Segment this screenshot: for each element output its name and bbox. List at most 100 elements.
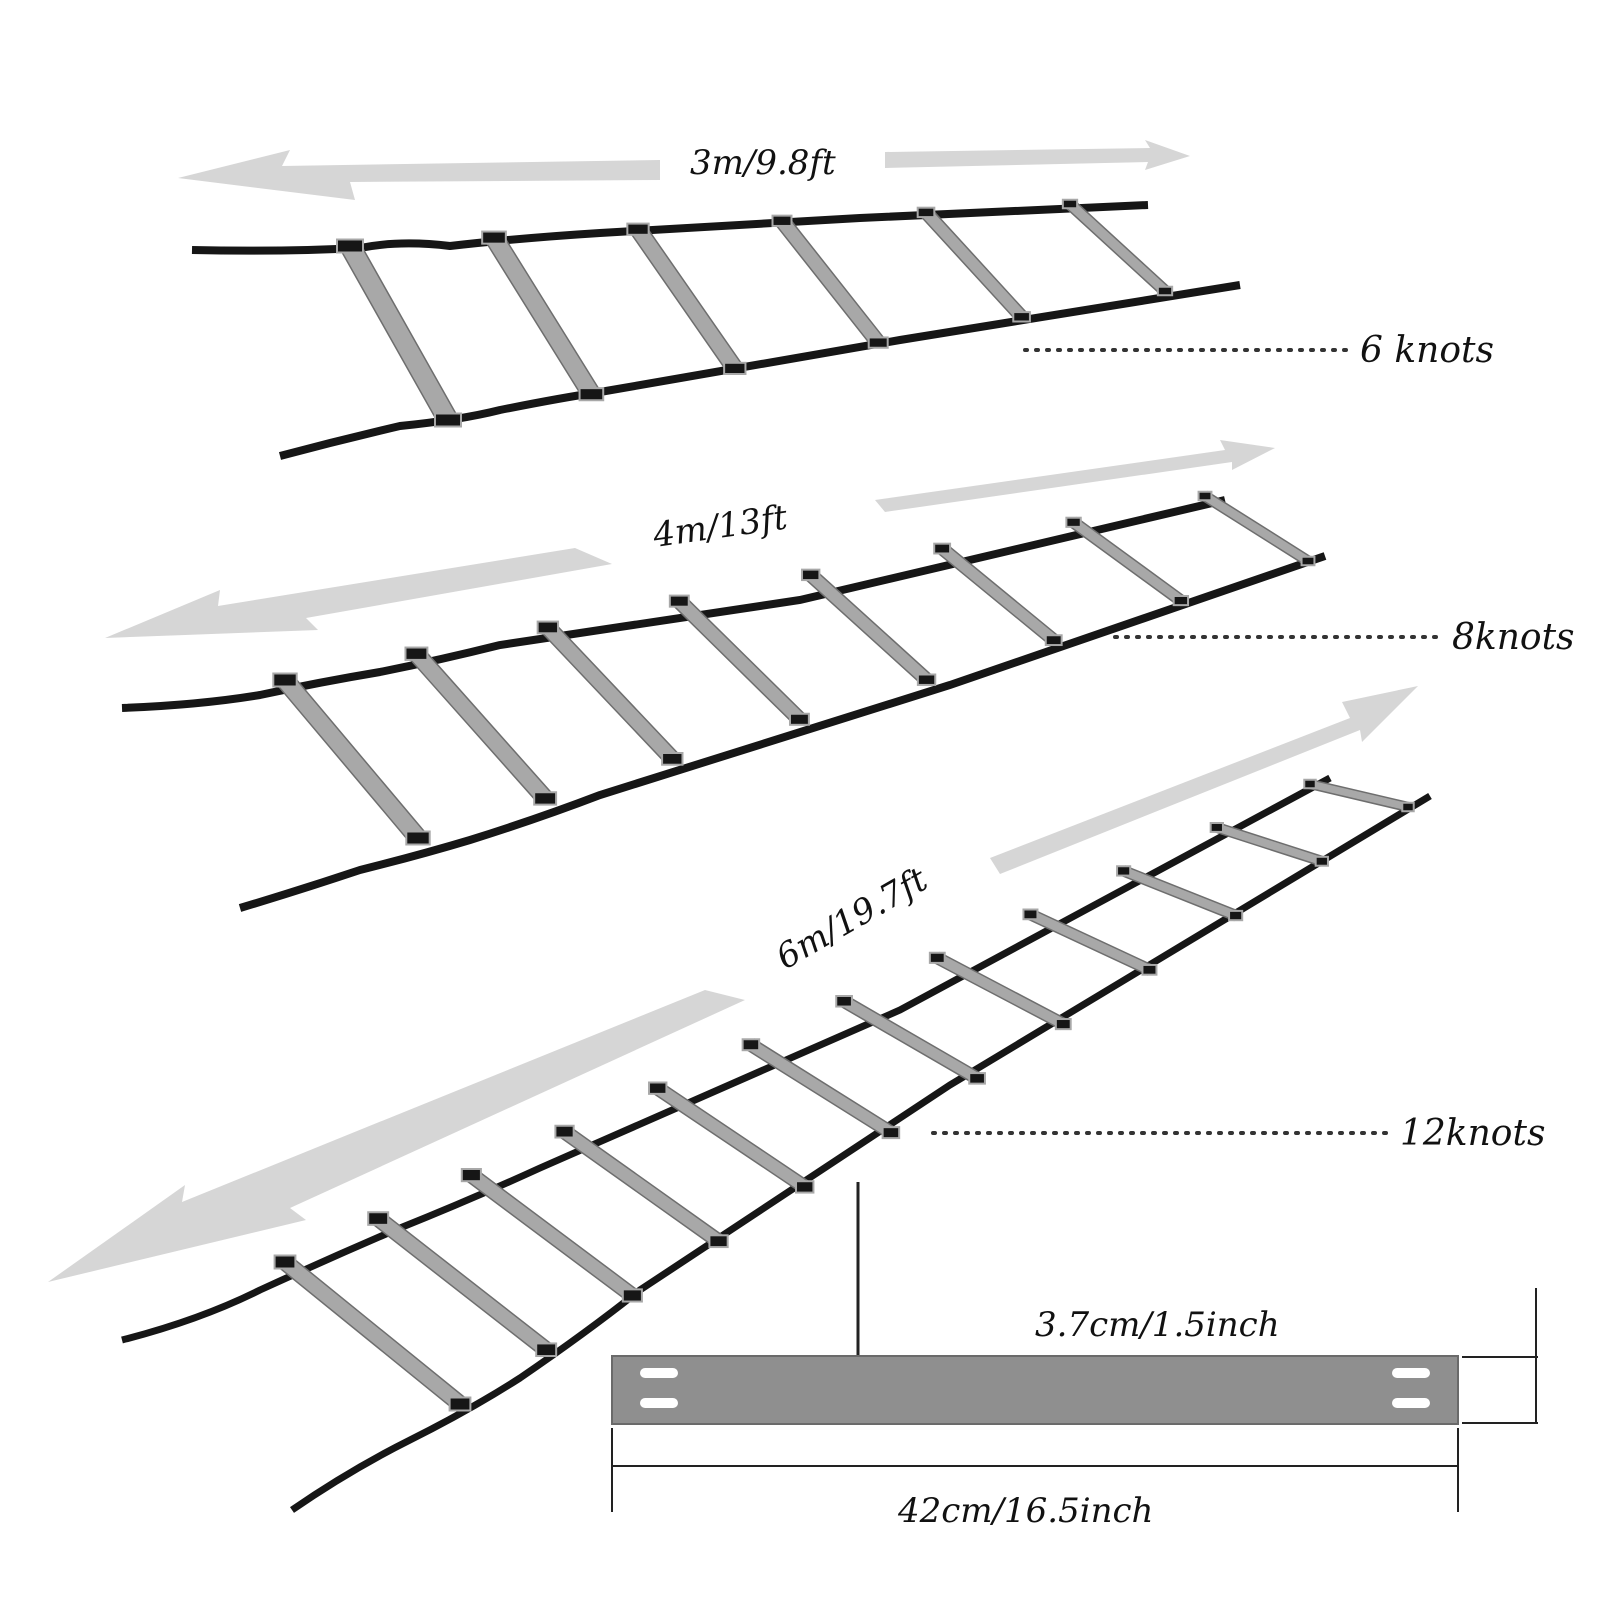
rung-clip xyxy=(933,542,952,555)
ladder-rung xyxy=(340,240,458,426)
detail-slot xyxy=(640,1368,678,1378)
rung-clip xyxy=(1228,909,1244,922)
rung-clip xyxy=(1065,516,1082,528)
ladder-rung xyxy=(937,542,1059,646)
strap-upper-4m xyxy=(121,496,1226,712)
rung-clip xyxy=(1141,963,1158,976)
rung-clip xyxy=(336,238,364,254)
ladder-rung xyxy=(277,673,426,845)
rung-clip xyxy=(708,1234,729,1249)
arrow-right-6m xyxy=(990,686,1418,874)
detail-slot xyxy=(1392,1398,1430,1408)
rung-clip xyxy=(1303,778,1317,790)
length-label-6m: 6m/19.7ft xyxy=(770,859,935,977)
strap-upper-6m xyxy=(121,774,1332,1344)
rung-clip xyxy=(578,387,605,402)
arrow-left-3m xyxy=(178,150,660,200)
knots-label-6m: 12knots xyxy=(1400,1113,1545,1154)
rung-clip xyxy=(648,1081,668,1095)
rung-clip xyxy=(1022,908,1039,921)
rung-clip xyxy=(481,230,507,245)
strap-lower-4m xyxy=(238,552,1327,912)
rung-clip xyxy=(1061,198,1079,210)
rung-clip xyxy=(835,995,853,1008)
rung-clip xyxy=(460,1168,482,1183)
rung-clip xyxy=(1054,1018,1072,1031)
ladder-rung xyxy=(1308,778,1410,813)
rung-clip xyxy=(668,594,690,608)
arrow-right-3m xyxy=(885,140,1190,170)
rung-clip xyxy=(448,1396,472,1412)
ladder-rung xyxy=(1065,198,1170,297)
rung-clip xyxy=(1116,865,1132,877)
ladder-rung xyxy=(278,1254,467,1412)
ladder-rung xyxy=(541,620,680,766)
rung-clip xyxy=(367,1211,390,1226)
rung-clip xyxy=(968,1072,986,1085)
rung-clip xyxy=(771,214,793,227)
rung-clip xyxy=(795,1180,815,1194)
rung-clip xyxy=(1209,822,1224,833)
ladder-rung xyxy=(1069,516,1186,607)
rung-clip xyxy=(405,830,431,846)
ladder-rung xyxy=(775,215,885,349)
ladder-rung xyxy=(673,594,806,726)
detail-slot xyxy=(640,1398,678,1408)
ladder-rung xyxy=(465,1168,638,1303)
rung-clip xyxy=(801,568,821,582)
length-label-3m: 3m/9.8ft xyxy=(690,143,836,183)
strap-lower-6m xyxy=(290,793,1432,1513)
rung-clip xyxy=(404,646,429,661)
ladder-rung xyxy=(630,223,743,375)
ladder-rung xyxy=(933,951,1067,1031)
arrow-left-4m xyxy=(105,548,612,638)
ladder-rung xyxy=(652,1081,810,1194)
rung-clip xyxy=(1401,801,1415,813)
ladder-rung xyxy=(920,207,1028,323)
knots-label-3m: 6 knots xyxy=(1360,330,1494,371)
ladder-4m: 4m/13ft 8knots xyxy=(105,440,1575,912)
arrow-left-6m xyxy=(48,990,745,1282)
rung-clip xyxy=(554,1124,575,1139)
ladder-rung xyxy=(1120,865,1239,922)
rung-clip xyxy=(788,712,810,726)
rung-clip xyxy=(533,791,558,806)
rung-clip xyxy=(1172,595,1190,607)
detail-rung-plate xyxy=(611,1355,1459,1425)
ladder-rung xyxy=(1214,822,1325,867)
rung-clip xyxy=(1156,285,1174,297)
rung-clip xyxy=(1314,855,1329,867)
rung-clip xyxy=(916,206,936,219)
rung-clip xyxy=(916,673,937,686)
rung-clip xyxy=(1012,311,1031,323)
detail-slot xyxy=(1392,1368,1430,1378)
ladder-rung xyxy=(559,1124,724,1248)
strap-upper-3m xyxy=(191,201,1149,255)
ladder-rung xyxy=(840,995,982,1085)
rung-clip xyxy=(273,1254,297,1270)
rung-clip xyxy=(881,1126,901,1140)
rung-clip xyxy=(535,1342,558,1358)
rung-clip xyxy=(723,361,747,375)
ladder-rung xyxy=(746,1038,896,1140)
rungs-6m xyxy=(273,778,1415,1412)
arrow-right-4m xyxy=(875,440,1275,512)
ladder-3m: 3m/9.8ft 6 knots xyxy=(178,140,1494,460)
width-label: 3.7cm/1.5inch xyxy=(1035,1305,1280,1345)
rung-clip xyxy=(272,672,298,688)
rung-clip xyxy=(536,620,560,635)
rung-clip xyxy=(621,1288,643,1303)
rungs-3m xyxy=(336,198,1174,428)
ladder-rung xyxy=(1027,908,1153,976)
rung-clip xyxy=(1300,555,1316,567)
rung-clip xyxy=(434,412,462,428)
length-label: 42cm/16.5inch xyxy=(897,1491,1153,1531)
rung-clip xyxy=(661,752,684,766)
rung-clip xyxy=(867,336,889,349)
rung-clip xyxy=(928,951,946,964)
ladder-rung xyxy=(1201,490,1312,567)
rung-clip xyxy=(626,222,650,236)
length-label-4m: 4m/13ft xyxy=(650,497,790,556)
